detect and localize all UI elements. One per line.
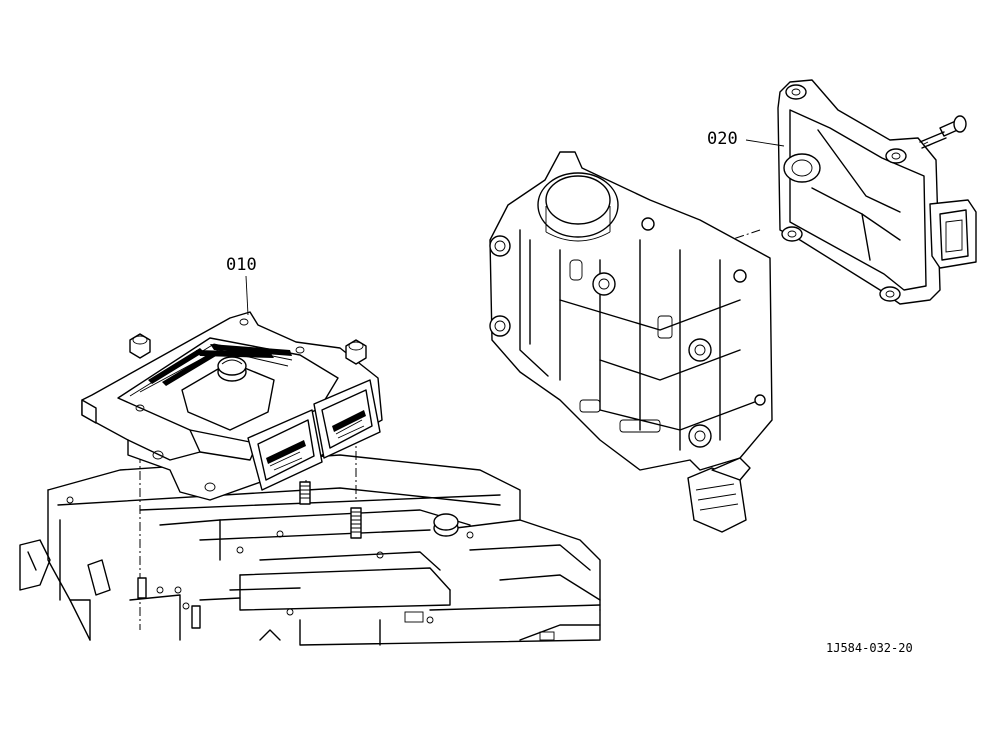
drawing-code: 1J584-032-20 [826, 641, 913, 655]
callout-020-leader [745, 139, 785, 147]
mounting-bracket[interactable] [777, 79, 977, 305]
callout-020[interactable]: 020 [707, 129, 785, 149]
callout-010[interactable]: 010 [226, 255, 257, 316]
ecu-controller[interactable] [81, 311, 383, 501]
callout-010-label: 010 [226, 255, 257, 275]
controller-housing[interactable] [489, 151, 773, 533]
callout-010-leader [245, 275, 249, 316]
callout-020-label: 020 [707, 129, 738, 149]
chassis-frame [19, 454, 601, 646]
frame-studs [137, 481, 362, 629]
